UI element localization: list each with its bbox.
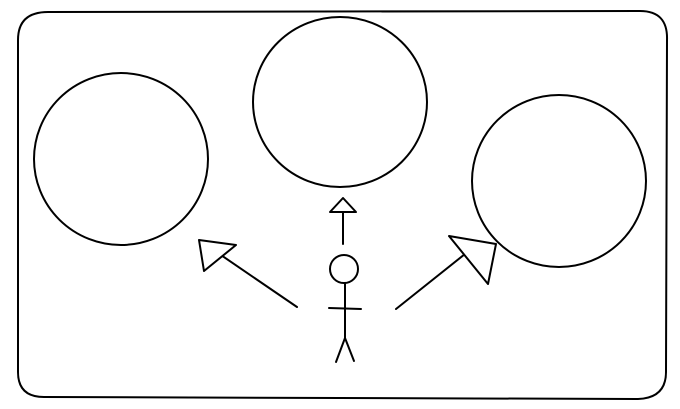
circle-right-node bbox=[471, 94, 647, 268]
stick-figure-actor bbox=[328, 254, 362, 363]
arrow-to-center-circle bbox=[329, 197, 357, 245]
arrow-right-shaft bbox=[395, 249, 471, 310]
diagram-frame bbox=[17, 10, 669, 400]
stick-figure-right-leg bbox=[344, 337, 355, 362]
arrow-left-shaft bbox=[217, 252, 298, 308]
stick-figure-left-leg bbox=[335, 337, 346, 363]
circle-left-node bbox=[33, 72, 209, 246]
stick-figure-arms bbox=[328, 307, 362, 310]
arrow-left-head bbox=[198, 239, 237, 272]
arrow-center-head bbox=[329, 197, 357, 213]
arrow-to-right-circle bbox=[395, 235, 497, 310]
circle-center-node bbox=[252, 16, 428, 188]
arrow-to-left-circle bbox=[198, 239, 298, 308]
arrow-right-head bbox=[448, 235, 497, 285]
stick-figure-head bbox=[329, 254, 359, 284]
